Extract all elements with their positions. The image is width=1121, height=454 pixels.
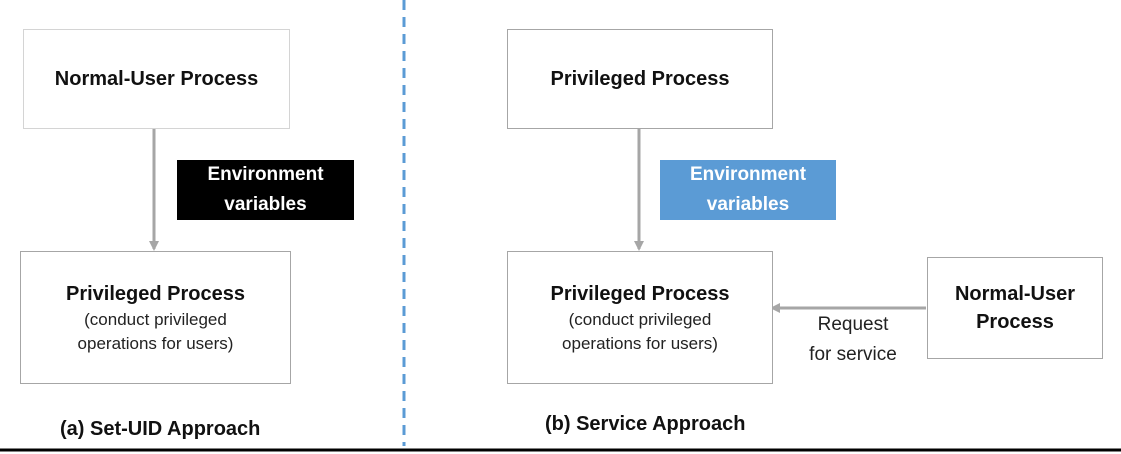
caption-right: (b) Service Approach: [545, 413, 746, 435]
privileged-process-top-box: Privileged Process: [507, 29, 773, 129]
privileged-process-box-left: Privileged Process (conduct privileged o…: [20, 251, 291, 384]
normal-user-process-box: Normal-User Process: [23, 29, 290, 129]
privileged-process-box-right: Privileged Process (conduct privileged o…: [507, 251, 773, 384]
env-line-1: Environment: [689, 164, 807, 185]
normal-user-line-1: Normal-User: [954, 283, 1076, 305]
env-variables-label-right: Environment variables: [660, 160, 836, 220]
request-for-service-label: Request for service: [790, 310, 916, 370]
request-line-2: for service: [809, 344, 897, 365]
env-line-2: variables: [706, 194, 790, 215]
normal-user-process-box-right: Normal-User Process: [927, 257, 1103, 359]
privileged-process-sub-2: operations for users): [77, 333, 234, 353]
request-line-1: Request: [817, 314, 889, 335]
normal-user-process-label: Normal-User Process: [54, 68, 259, 90]
privileged-process-sub-1: (conduct privileged: [84, 309, 227, 329]
privileged-process-title: Privileged Process: [66, 282, 245, 305]
privileged-process-sub-1: (conduct privileged: [568, 309, 712, 329]
privileged-process-sub-2: operations for users): [562, 333, 718, 353]
caption-left: (a) Set-UID Approach: [60, 418, 261, 440]
env-line-2: variables: [224, 194, 307, 215]
env-line-1: Environment: [207, 164, 324, 185]
privileged-process-title: Privileged Process: [550, 282, 730, 305]
env-variables-label-left: Environment variables: [177, 160, 354, 220]
normal-user-line-2: Process: [976, 311, 1054, 333]
privileged-process-top-label: Privileged Process: [550, 68, 730, 90]
